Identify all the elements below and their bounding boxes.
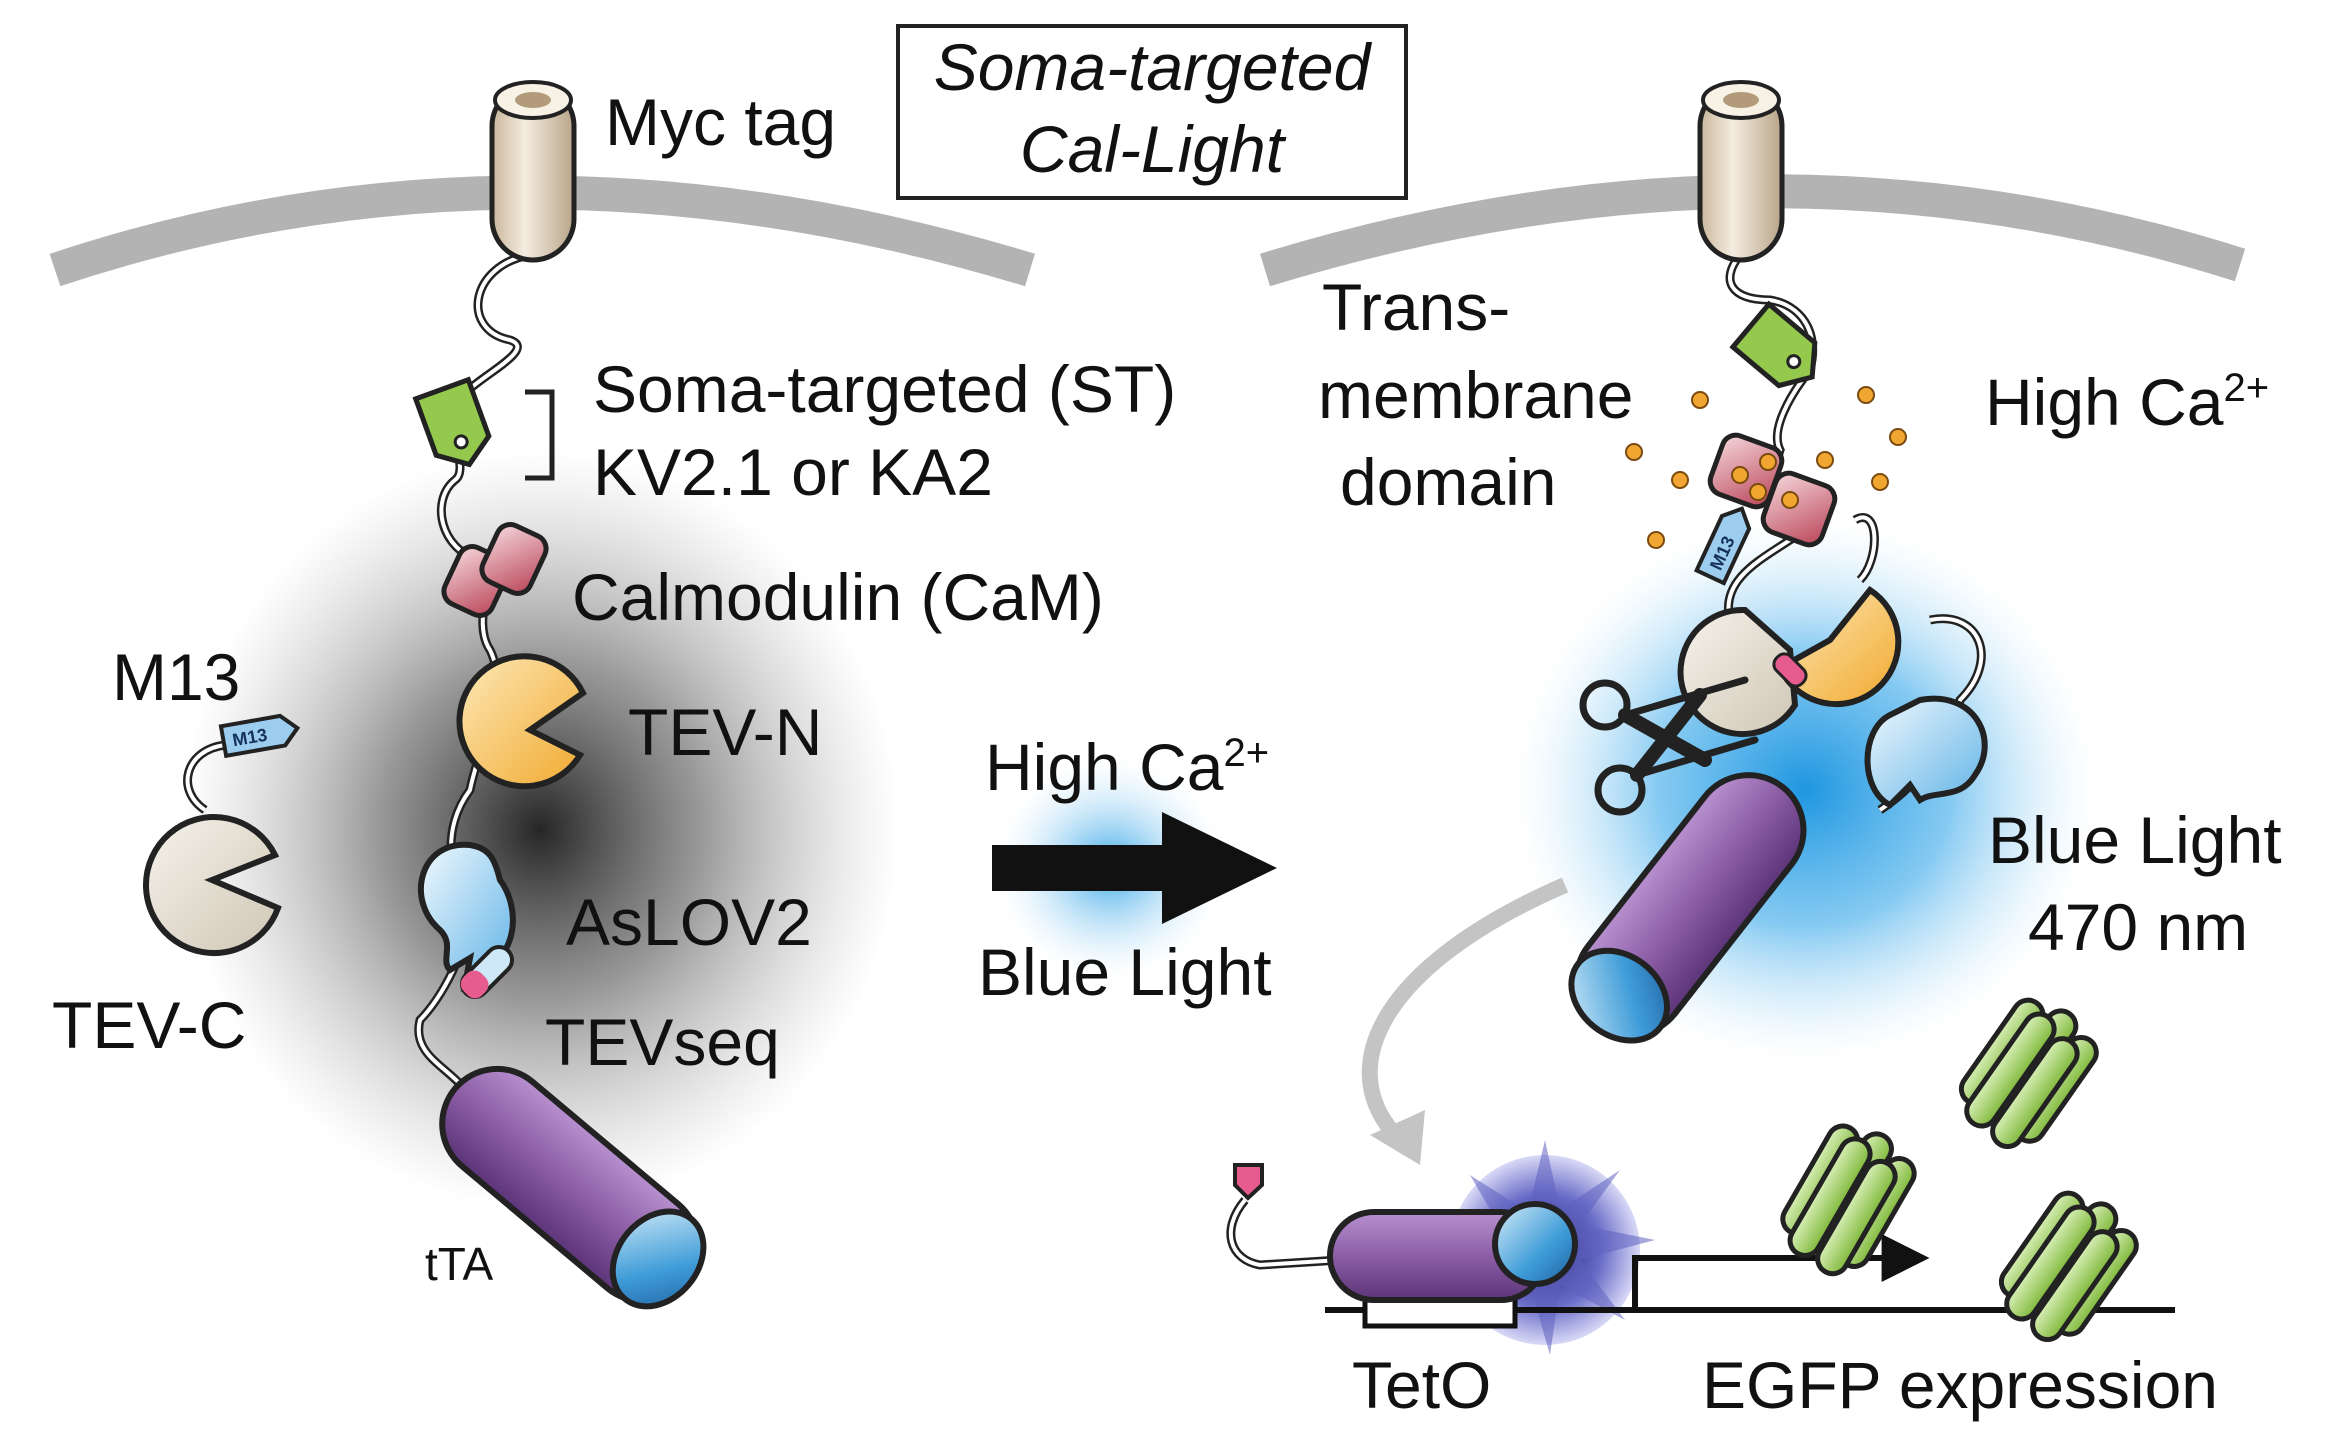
m13-tag-right: M13: [1693, 506, 1752, 586]
tev-n-left: [456, 653, 587, 790]
egfp-barrel-1: [1780, 1123, 1917, 1277]
m13-label: M13: [112, 640, 240, 714]
promoter-arrow: [1632, 1234, 1930, 1310]
calmodulin-right: [1707, 432, 1838, 548]
transition-bottom-label: Blue Light: [978, 935, 1272, 1009]
egfp-barrels: [1780, 997, 2139, 1343]
title-box: [896, 24, 1408, 200]
egfp-expression-label: EGFP expression: [1702, 1348, 2218, 1422]
tevseq-right: [1772, 652, 1808, 688]
tevseq-label: TEVseq: [545, 1005, 780, 1079]
tev-n-right: [1776, 586, 1902, 708]
tta-bound-linker-inner: [1228, 1198, 1341, 1268]
translocation-arrow: [1361, 877, 1569, 1146]
aslov2-right: [1864, 695, 1988, 809]
title-line2: Cal-Light: [1020, 112, 1287, 186]
egfp-barrel-3: [1998, 1190, 2139, 1343]
tev-c-label: TEV-C: [52, 988, 246, 1062]
tm-label-line3: domain: [1340, 445, 1556, 519]
tevseq-left: [459, 944, 515, 1000]
tta-bound-linker: [1226, 1197, 1341, 1270]
blue-light-label-line2: 470 nm: [2028, 890, 2248, 964]
egfp-barrel-2: [1958, 997, 2099, 1150]
tev-c-left: [142, 814, 282, 957]
teto-label: TetO: [1352, 1348, 1491, 1422]
tev-n-label: TEV-N: [628, 695, 822, 769]
tm-label-line2: membrane: [1318, 358, 1633, 432]
transition-arrow: [992, 812, 1277, 924]
calcium-ions: [1625, 386, 1907, 549]
myc-tag-label: Myc tag: [605, 85, 836, 159]
translocation-arrowhead: [1370, 1110, 1425, 1165]
high-ca-label: High Ca2+: [1985, 365, 2269, 439]
st-bracket: [525, 389, 555, 481]
title-line1: Soma-targeted: [934, 30, 1373, 104]
st-tag-right: [1729, 300, 1818, 389]
m13-tag-left: M13: [218, 713, 301, 759]
tta-bound: [1327, 1201, 1578, 1303]
scissors-icon: [1579, 676, 1759, 816]
myc-tag-cylinder: [489, 80, 577, 263]
tevseq-cut-end: [1233, 1163, 1264, 1201]
aslov2-label: AsLOV2: [566, 885, 812, 959]
transition-top-label: High Ca2+: [985, 730, 1269, 804]
tta-right: [1568, 772, 1807, 1044]
calmodulin-label: Calmodulin (CaM): [572, 560, 1104, 634]
tta-left: [439, 1065, 707, 1310]
st-tag-left: [412, 376, 492, 468]
tm-label-line1: Trans-: [1322, 270, 1510, 344]
m13-linker-inner: [185, 743, 226, 812]
st-label-line2: KV2.1 or KA2: [593, 435, 993, 509]
tta-label: tTA: [425, 1238, 493, 1290]
blue-light-label-line1: Blue Light: [1988, 803, 2282, 877]
st-label-line1: Soma-targeted (ST): [593, 352, 1176, 426]
calmodulin-left: [441, 522, 549, 618]
myc-tag-cylinder-right: [1697, 80, 1785, 263]
dark-glow: [180, 450, 900, 1210]
